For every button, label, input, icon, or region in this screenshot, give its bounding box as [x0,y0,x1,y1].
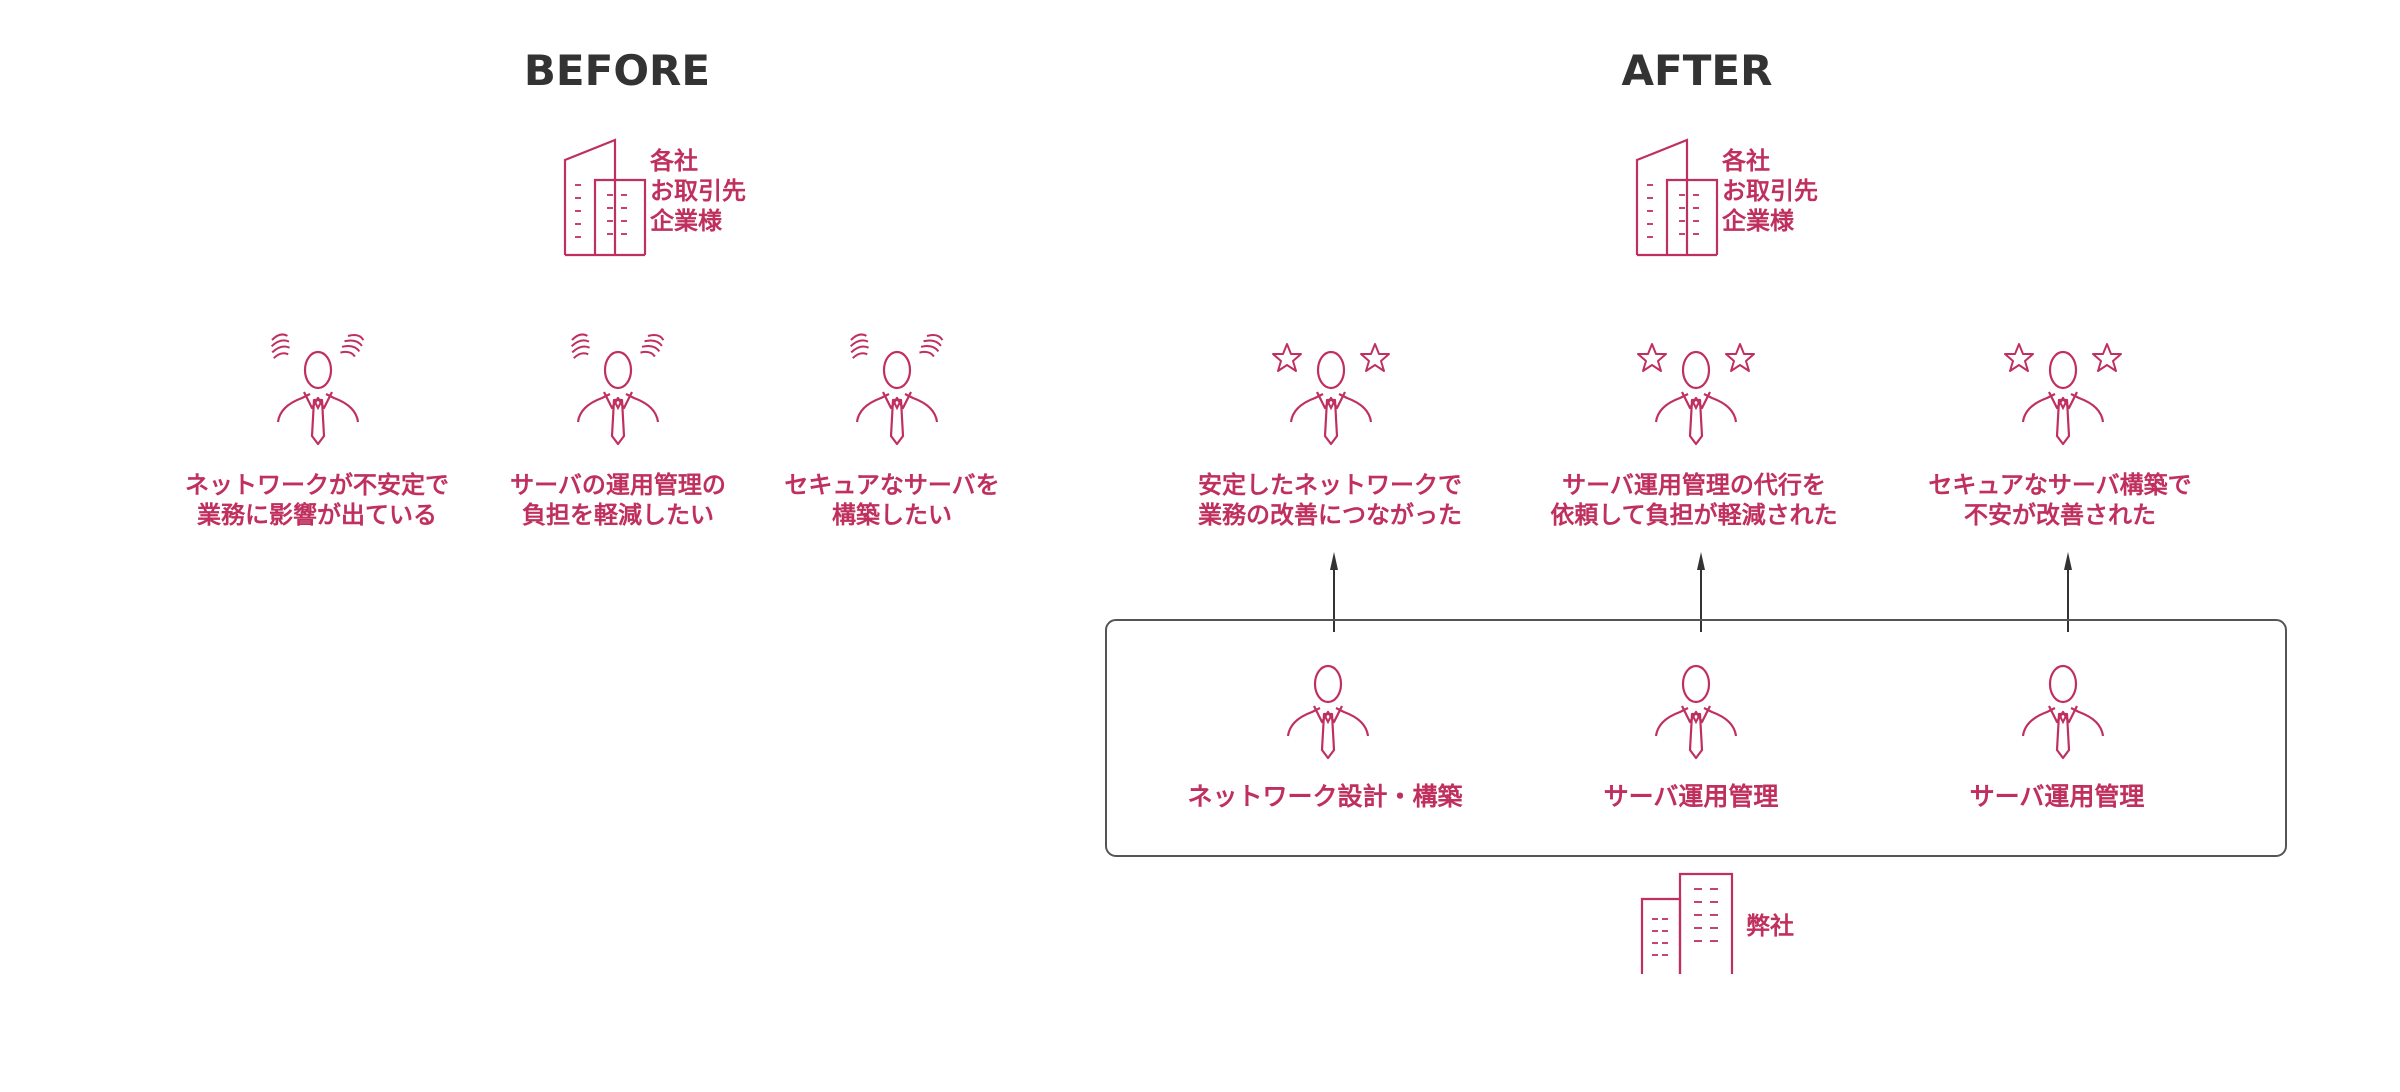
star-icon [2092,343,2122,372]
client-label-after: 各社 お取引先 企業様 [1722,146,1818,236]
stress-lines-icon [339,331,366,359]
happy-person-icon-3 [2021,350,2105,446]
stressed-person-icon-1 [276,350,360,446]
client-label-before: 各社 お取引先 企業様 [650,146,746,236]
caption-line: サーバの運用管理の [510,471,726,499]
caption-line: セキュアなサーバ構築で [1928,471,2192,499]
after-title: AFTER [1621,46,1773,95]
caption-line: サーバ運用管理の代行を [1562,471,1826,499]
client-label-line: 各社 [650,147,698,175]
star-icon [1360,343,1390,372]
service-label-network: ネットワーク設計・構築 [1187,782,1463,811]
client-label-line: 企業様 [650,207,722,235]
staff-person-icon-2 [1654,664,1738,760]
stress-lines-icon [639,331,666,359]
caption-line: 負担を軽減したい [522,501,714,529]
stress-lines-icon [267,331,294,360]
stress-lines-icon [567,331,594,360]
before-title: BEFORE [523,46,711,95]
staff-person-icon-1 [1286,664,1370,760]
stress-lines-icon [846,331,873,360]
happy-person-icon-2 [1654,350,1738,446]
caption-line: 構築したい [832,501,952,529]
caption-line: 不安が改善された [1964,501,2156,529]
star-icon [2004,343,2034,372]
before-caption-2: サーバの運用管理の 負担を軽減したい [438,470,798,530]
before-caption-3: セキュアなサーバを 構築したい [712,470,1072,530]
caption-line: 業務の改善につながった [1198,501,1462,529]
caption-line: セキュアなサーバを [784,471,1000,499]
star-icon [1637,343,1667,372]
caption-line: 業務に影響が出ている [197,501,437,529]
after-caption-2: サーバ運用管理の代行を 依頼して負担が軽減された [1514,470,1874,530]
after-caption-1: 安定したネットワークで 業務の改善につながった [1150,470,1510,530]
service-label-server-ops-2: サーバ運用管理 [1969,782,2145,811]
star-icon [1725,343,1755,372]
company-label: 弊社 [1746,912,1794,940]
client-building-icon-after [1635,138,1719,257]
caption-line: 依頼して負担が軽減された [1550,501,1838,529]
client-label-line: 企業様 [1722,207,1794,235]
staff-person-icon-3 [2021,664,2105,760]
star-icon [1272,343,1302,372]
client-label-line: お取引先 [650,177,746,205]
before-caption-1: ネットワークが不安定で 業務に影響が出ている [137,470,497,530]
client-label-line: お取引先 [1722,177,1818,205]
company-building-icon [1640,872,1734,976]
client-label-line: 各社 [1722,147,1770,175]
services-frame [1105,619,2287,857]
happy-person-icon-1 [1289,350,1373,446]
client-building-icon-before [563,138,647,257]
stress-lines-icon [918,331,945,359]
stressed-person-icon-3 [855,350,939,446]
after-caption-3: セキュアなサーバ構築で 不安が改善された [1880,470,2240,530]
caption-line: ネットワークが不安定で [185,471,449,499]
caption-line: 安定したネットワークで [1198,471,1462,499]
stressed-person-icon-2 [576,350,660,446]
service-label-server-ops-1: サーバ運用管理 [1603,782,1779,811]
